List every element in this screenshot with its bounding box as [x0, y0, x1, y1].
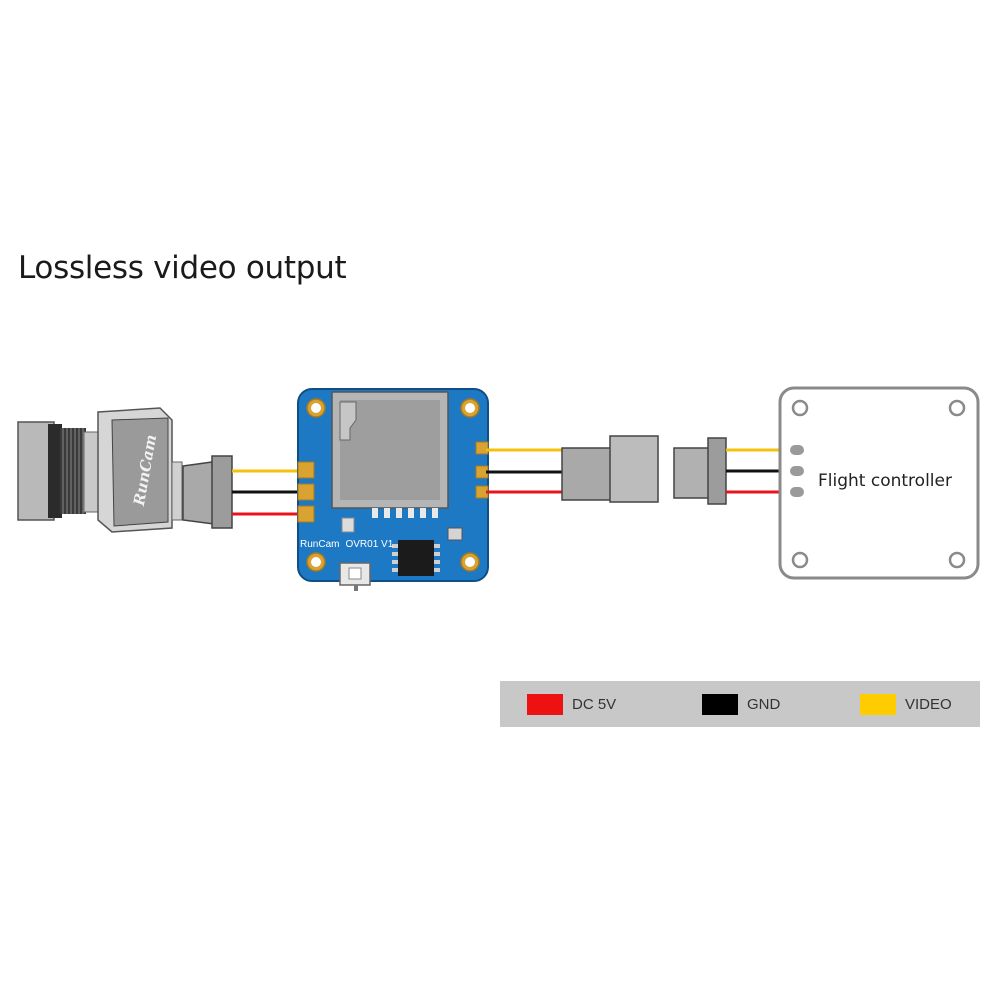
chip [392, 540, 440, 576]
diagram-title: Lossless video output [18, 250, 347, 286]
legend-label-video: VIDEO [905, 695, 952, 713]
flight-controller-board: Flight controller [778, 386, 980, 580]
legend-item-video: VIDEO [860, 693, 952, 715]
legend-label-gnd: GND [747, 695, 781, 713]
camera-cable-connector [182, 455, 233, 529]
legend-item-gnd: GND [702, 693, 780, 715]
smd-component [341, 517, 355, 533]
legend-swatch-dc5v [527, 693, 563, 715]
flight-controller-label: Flight controller [818, 471, 952, 491]
lens-focus-ring [60, 428, 86, 514]
board-buttons [339, 527, 463, 591]
sd-slot-pins [372, 508, 438, 518]
middle-connector-male [673, 437, 727, 505]
legend-item-dc5v: DC 5V [527, 693, 616, 715]
wire-color-legend: DC 5V GND VIDEO [500, 681, 980, 727]
legend-swatch-gnd [702, 693, 738, 715]
camera: RunCam [17, 407, 183, 533]
board-left-pads [297, 461, 315, 523]
fc-solder-pads [790, 445, 804, 497]
legend-swatch-video [860, 693, 896, 715]
sd-card-slot [331, 391, 449, 509]
legend-label-dc5v: DC 5V [572, 695, 617, 713]
middle-connector-female [561, 435, 659, 503]
